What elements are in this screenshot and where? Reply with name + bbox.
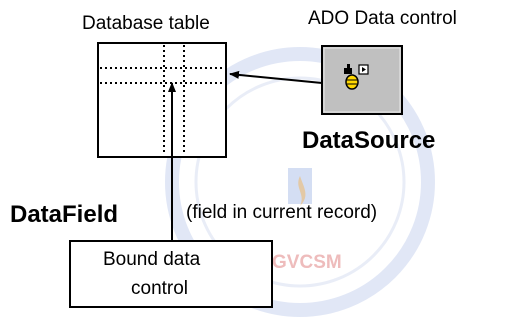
database-table-label: Database table [82,13,210,34]
field-note-label: (field in current record) [186,202,378,223]
ado-data-control-label: ADO Data control [308,8,457,29]
data-control-icon [344,64,369,90]
datasource-arrow [229,70,323,84]
bound-data-control-line1: Bound data [103,249,201,270]
bound-data-control-box [69,240,273,308]
datafield-label: DataField [10,201,119,228]
datasource-label: DataSource [302,127,436,154]
database-table-box [97,42,227,158]
bound-data-control-line2: control [131,278,189,299]
ado-data-control-box [321,45,403,115]
